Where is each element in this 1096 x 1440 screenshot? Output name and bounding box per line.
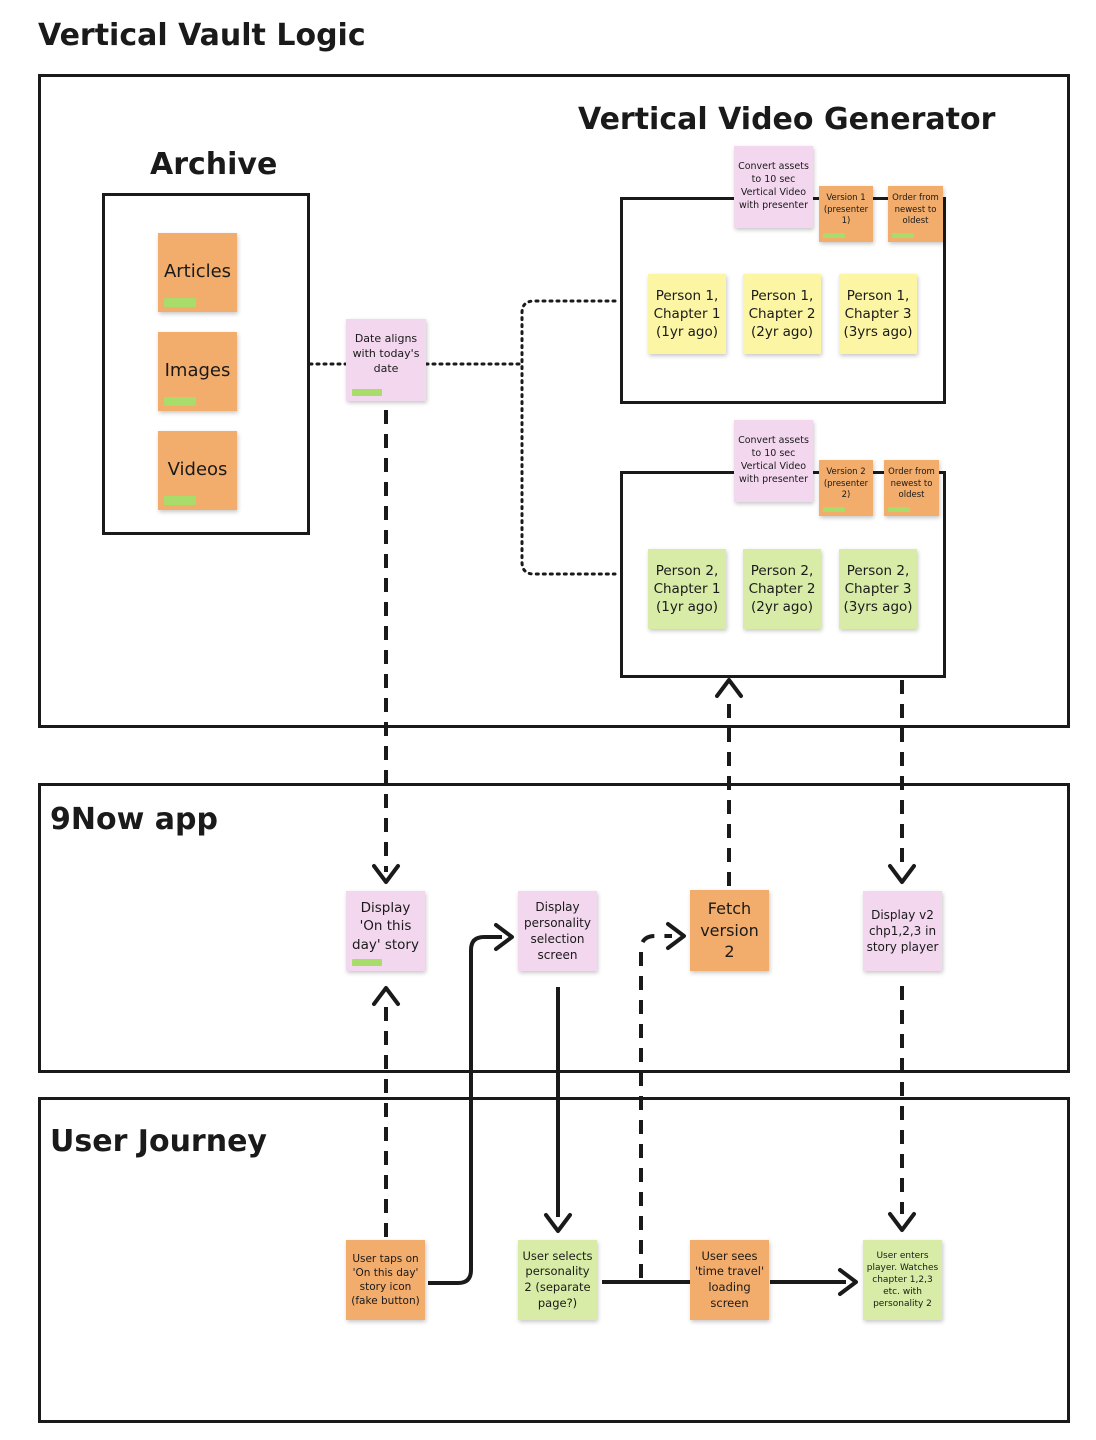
sticky-user-sees: User sees 'time travel' loading screen <box>690 1240 769 1320</box>
tag-marker <box>823 507 845 512</box>
user-enters-label: User enters player. Watches chapter 1,2,… <box>866 1250 939 1310</box>
person2-ch3-label: Person 2, Chapter 3 (3yrs ago) <box>843 562 913 616</box>
videos-label: Videos <box>167 459 228 481</box>
sticky-order-v2: Order from newest to oldest <box>884 460 939 516</box>
generator-title: Vertical Video Generator <box>578 102 996 137</box>
version-1-label: Version 1 (presenter 1) <box>823 193 869 227</box>
sticky-fetch-version: Fetch version 2 <box>690 890 769 971</box>
sticky-user-taps: User taps on 'On this day' story icon (f… <box>346 1240 425 1320</box>
tag-marker <box>892 233 914 238</box>
journey-title: User Journey <box>50 1124 267 1159</box>
sticky-person1-ch1: Person 1, Chapter 1 (1yr ago) <box>648 274 726 354</box>
articles-label: Articles <box>163 261 232 283</box>
app-frame <box>38 783 1070 1073</box>
images-label: Images <box>164 360 231 382</box>
sticky-images: Images <box>158 332 237 411</box>
date-note-label: Date aligns with today's date <box>352 332 420 375</box>
sticky-display-story: Display 'On this day' story <box>346 891 425 971</box>
diagram-title: Vertical Vault Logic <box>38 18 366 53</box>
user-selects-label: User selects personality 2 (separate pag… <box>522 1248 593 1310</box>
sticky-version-2: Version 2 (presenter 2) <box>819 460 873 516</box>
journey-frame <box>38 1097 1070 1423</box>
sticky-articles: Articles <box>158 233 237 312</box>
sticky-person1-ch3: Person 1, Chapter 3 (3yrs ago) <box>839 274 917 354</box>
display-v2-label: Display v2 chp1,2,3 in story player <box>866 907 939 955</box>
person1-ch3-label: Person 1, Chapter 3 (3yrs ago) <box>843 287 913 341</box>
sticky-convert-v2: Convert assets to 10 sec Vertical Video … <box>734 420 813 502</box>
tag-marker <box>888 507 910 512</box>
convert-v1-label: Convert assets to 10 sec Vertical Video … <box>738 161 809 211</box>
app-title: 9Now app <box>50 802 218 837</box>
convert-v2-label: Convert assets to 10 sec Vertical Video … <box>738 435 809 485</box>
tag-marker <box>164 397 196 406</box>
sticky-user-enters: User enters player. Watches chapter 1,2,… <box>863 1240 942 1320</box>
display-personality-label: Display personality selection screen <box>524 899 591 963</box>
sticky-person2-ch1: Person 2, Chapter 1 (1yr ago) <box>648 549 726 629</box>
display-story-label: Display 'On this day' story <box>352 900 419 953</box>
sticky-person1-ch2: Person 1, Chapter 2 (2yr ago) <box>743 274 821 354</box>
vault-frame <box>38 74 1070 728</box>
user-sees-label: User sees 'time travel' loading screen <box>694 1248 765 1310</box>
person1-ch1-label: Person 1, Chapter 1 (1yr ago) <box>653 287 721 341</box>
user-taps-label: User taps on 'On this day' story icon (f… <box>351 1252 420 1308</box>
tag-marker <box>352 959 382 966</box>
tag-marker <box>823 233 845 238</box>
person1-ch2-label: Person 1, Chapter 2 (2yr ago) <box>748 287 816 341</box>
sticky-date-aligns: Date aligns with today's date <box>346 319 426 401</box>
person2-ch1-label: Person 2, Chapter 1 (1yr ago) <box>653 562 721 616</box>
sticky-videos: Videos <box>158 431 237 510</box>
sticky-version-1: Version 1 (presenter 1) <box>819 186 873 242</box>
archive-title: Archive <box>150 147 278 182</box>
order-v2-label: Order from newest to oldest <box>888 467 935 501</box>
person2-ch2-label: Person 2, Chapter 2 (2yr ago) <box>748 562 816 616</box>
fetch-version-label: Fetch version 2 <box>700 899 759 962</box>
tag-marker <box>352 389 382 396</box>
tag-marker <box>164 496 196 505</box>
sticky-person2-ch2: Person 2, Chapter 2 (2yr ago) <box>743 549 821 629</box>
sticky-display-personality: Display personality selection screen <box>518 891 597 971</box>
version-2-label: Version 2 (presenter 2) <box>823 467 869 501</box>
order-v1-label: Order from newest to oldest <box>892 193 939 227</box>
sticky-user-selects: User selects personality 2 (separate pag… <box>518 1240 597 1320</box>
tag-marker <box>164 298 196 307</box>
sticky-order-v1: Order from newest to oldest <box>888 186 943 242</box>
sticky-display-v2: Display v2 chp1,2,3 in story player <box>863 891 942 971</box>
sticky-convert-v1: Convert assets to 10 sec Vertical Video … <box>734 146 813 228</box>
sticky-person2-ch3: Person 2, Chapter 3 (3yrs ago) <box>839 549 917 629</box>
